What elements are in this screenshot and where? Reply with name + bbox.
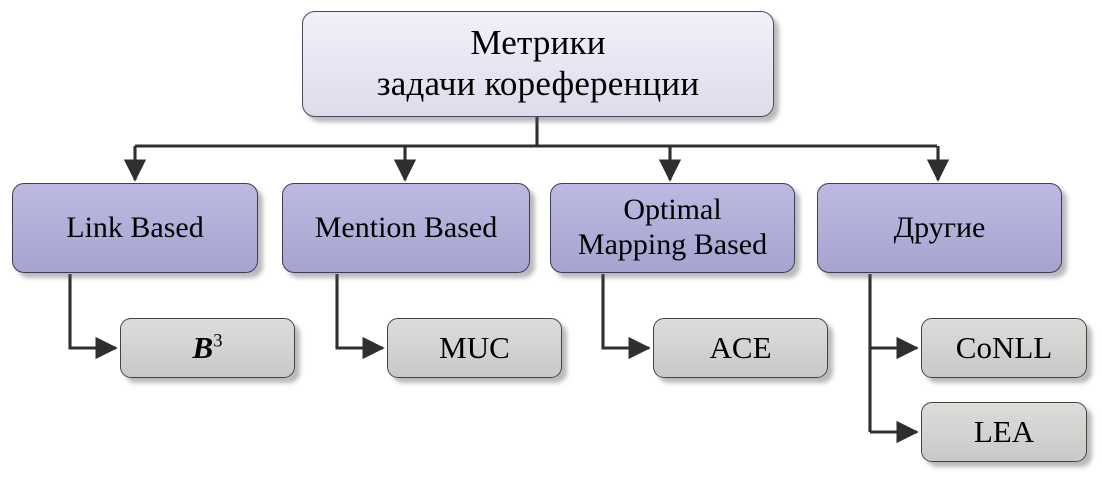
node-muc[interactable]: MUC xyxy=(387,318,562,378)
node-link-based[interactable]: Link Based xyxy=(12,183,258,273)
node-optimal-mapping-based-label: Optimal Mapping Based xyxy=(577,193,768,261)
node-conll[interactable]: CoNLL xyxy=(921,318,1087,378)
node-link-based-label: Link Based xyxy=(66,210,204,244)
node-others[interactable]: Другие xyxy=(817,183,1062,273)
node-mention-based[interactable]: Mention Based xyxy=(282,183,530,273)
edge-mention-based-to-muc xyxy=(335,274,385,360)
node-b3-base: B xyxy=(192,330,214,366)
node-root[interactable]: Метрики задачи кореференции xyxy=(302,11,774,117)
edge-link-based-to-b3 xyxy=(68,274,118,360)
node-b3-label: B3 xyxy=(193,330,223,366)
node-ace[interactable]: ACE xyxy=(653,318,828,378)
node-optimal-mapping-based[interactable]: Optimal Mapping Based xyxy=(550,183,795,273)
node-root-label: Метрики задачи кореференции xyxy=(376,23,700,103)
node-conll-label: CoNLL xyxy=(955,330,1053,366)
node-muc-label: MUC xyxy=(439,330,510,366)
edge-optimal-mapping-based-to-ace xyxy=(601,274,651,360)
node-b3-superscript: 3 xyxy=(213,330,223,352)
node-lea[interactable]: LEA xyxy=(921,402,1087,462)
node-b3[interactable]: B3 xyxy=(120,318,295,378)
node-others-label: Другие xyxy=(893,210,986,244)
node-ace-label: ACE xyxy=(709,330,772,366)
node-mention-based-label: Mention Based xyxy=(314,210,498,244)
node-lea-label: LEA xyxy=(973,414,1035,450)
